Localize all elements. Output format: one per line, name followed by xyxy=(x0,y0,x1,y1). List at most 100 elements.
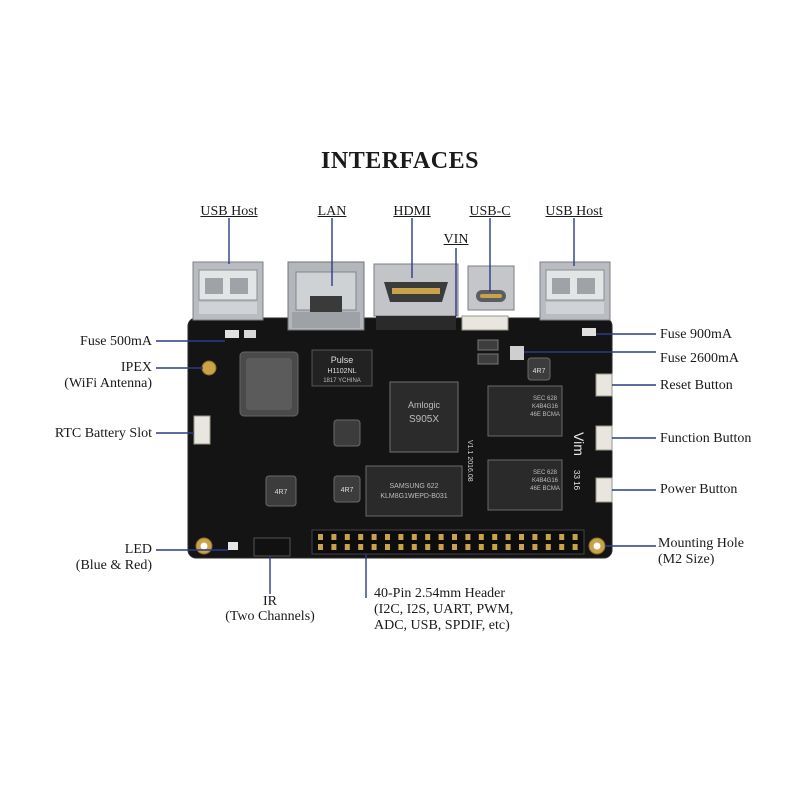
label-function-button: Function Button xyxy=(660,431,752,446)
label-mounting-hole: Mounting Hole xyxy=(658,536,744,551)
header-pin xyxy=(572,534,578,540)
header-pin xyxy=(385,534,390,540)
header-pin xyxy=(438,534,444,540)
hdmi-port xyxy=(373,263,459,330)
gpio-header-40pin xyxy=(311,529,585,555)
inductor-mid xyxy=(333,475,361,503)
header-pin xyxy=(411,544,417,550)
usb-c-port xyxy=(467,265,515,311)
inductor-left xyxy=(265,475,297,507)
header-pin xyxy=(398,534,404,540)
led-part xyxy=(228,542,238,550)
header-pin xyxy=(519,544,524,550)
ram-chip-bottom xyxy=(487,459,563,511)
label-fuse-2600ma: Fuse 2600mA xyxy=(660,351,739,366)
label-lan: LAN xyxy=(317,204,347,219)
label-fuse-500ma: Fuse 500mA xyxy=(80,334,152,349)
ram-top-line1: SEC 628 xyxy=(533,396,558,402)
label-fuse-900ma: Fuse 900mA xyxy=(660,327,732,342)
header-pin xyxy=(519,534,524,540)
header-pin xyxy=(425,534,431,540)
fuse-500ma-part xyxy=(225,330,239,338)
label-mounting-hole-sub: (M2 Size) xyxy=(658,552,715,567)
emmc-chip xyxy=(365,465,463,517)
ram-bottom-line2: K4B4G16 xyxy=(532,478,559,484)
header-pin xyxy=(572,544,578,550)
label-rtc-battery-slot: RTC Battery Slot xyxy=(54,426,152,441)
fuse-900ma-part xyxy=(582,328,596,336)
label-ir-sub: (Two Channels) xyxy=(225,609,315,624)
label-led-sub: (Blue & Red) xyxy=(75,558,152,573)
ram-top-line2: K4B4G16 xyxy=(532,404,559,410)
header-pin xyxy=(425,544,431,550)
ir-receiver xyxy=(253,537,291,557)
label-vin: VIN xyxy=(443,232,469,247)
ipex-connector xyxy=(201,360,217,376)
ram-bottom-line1: SEC 628 xyxy=(533,470,558,476)
usb-host-left-port xyxy=(192,261,264,321)
emmc-line2-text: KLM8G1WEPD-B031 xyxy=(380,493,447,500)
ram-top-line3: 46E BCMA xyxy=(530,412,560,418)
function-button-part xyxy=(595,425,613,451)
header-pin xyxy=(385,544,390,550)
header-pin xyxy=(492,544,498,550)
ram-chip-top xyxy=(487,385,563,437)
inductor-left-text: 4R7 xyxy=(275,489,288,496)
label-usb-host-left: USB Host xyxy=(200,204,258,219)
soc-model-text: S905X xyxy=(409,414,439,425)
rtc-battery-slot xyxy=(193,415,211,445)
header-pin xyxy=(505,534,511,540)
header-pin xyxy=(559,534,565,540)
label-header: 40-Pin 2.54mm Header xyxy=(374,586,506,601)
header-pin xyxy=(371,544,377,550)
usb-host-right-port xyxy=(539,261,611,321)
inductor-right xyxy=(527,357,551,381)
label-power-button: Power Button xyxy=(660,482,738,497)
header-pin xyxy=(398,544,404,550)
header-pin xyxy=(478,544,484,550)
inductor-top xyxy=(333,419,361,447)
label-reset-button: Reset Button xyxy=(660,378,733,393)
header-pin xyxy=(532,544,538,550)
header-pin xyxy=(532,534,538,540)
pulse-part-text: H1102NL xyxy=(327,368,356,375)
label-led: LED xyxy=(124,542,152,557)
silk-version-text: V1.1 2016.08 xyxy=(466,440,473,482)
leader-lines xyxy=(156,218,656,598)
inductor-mid-text: 4R7 xyxy=(341,487,354,494)
soc-brand-text: Amlogic xyxy=(408,400,441,410)
header-pin xyxy=(492,534,498,540)
header-pin xyxy=(358,534,364,540)
header-pin xyxy=(452,544,457,550)
emmc-line1-text: SAMSUNG 622 xyxy=(389,483,438,490)
silk-date-text: 33 16 xyxy=(572,470,581,491)
header-pin xyxy=(344,534,350,540)
header-pin xyxy=(331,534,337,540)
header-pin xyxy=(371,534,377,540)
ram-bottom-line3: 46E BCMA xyxy=(530,486,560,492)
label-header-sub1: (I2C, I2S, UART, PWM, xyxy=(374,602,514,617)
fuse-2600ma-part xyxy=(510,346,524,360)
label-ir: IR xyxy=(263,594,277,609)
label-header-sub2: ADC, USB, SPDIF, etc) xyxy=(374,618,510,633)
pulse-brand-text: Pulse xyxy=(331,355,354,365)
header-pin xyxy=(452,534,457,540)
header-pin xyxy=(559,544,565,550)
header-pin xyxy=(465,544,471,550)
header-pin xyxy=(505,544,511,550)
label-ipex-sub: (WiFi Antenna) xyxy=(64,376,152,391)
lan-port xyxy=(287,261,365,331)
inductor-right-text: 4R7 xyxy=(533,368,546,375)
header-pin xyxy=(358,544,364,550)
label-ipex: IPEX xyxy=(120,360,152,375)
reset-button-part xyxy=(595,373,613,397)
header-pin xyxy=(344,544,350,550)
header-pin xyxy=(318,534,323,540)
label-usb-host-right: USB Host xyxy=(545,204,603,219)
header-pin xyxy=(318,544,323,550)
header-pin xyxy=(545,534,551,540)
header-pin xyxy=(545,544,551,550)
header-pin xyxy=(331,544,337,550)
pulse-transformer xyxy=(311,349,373,387)
